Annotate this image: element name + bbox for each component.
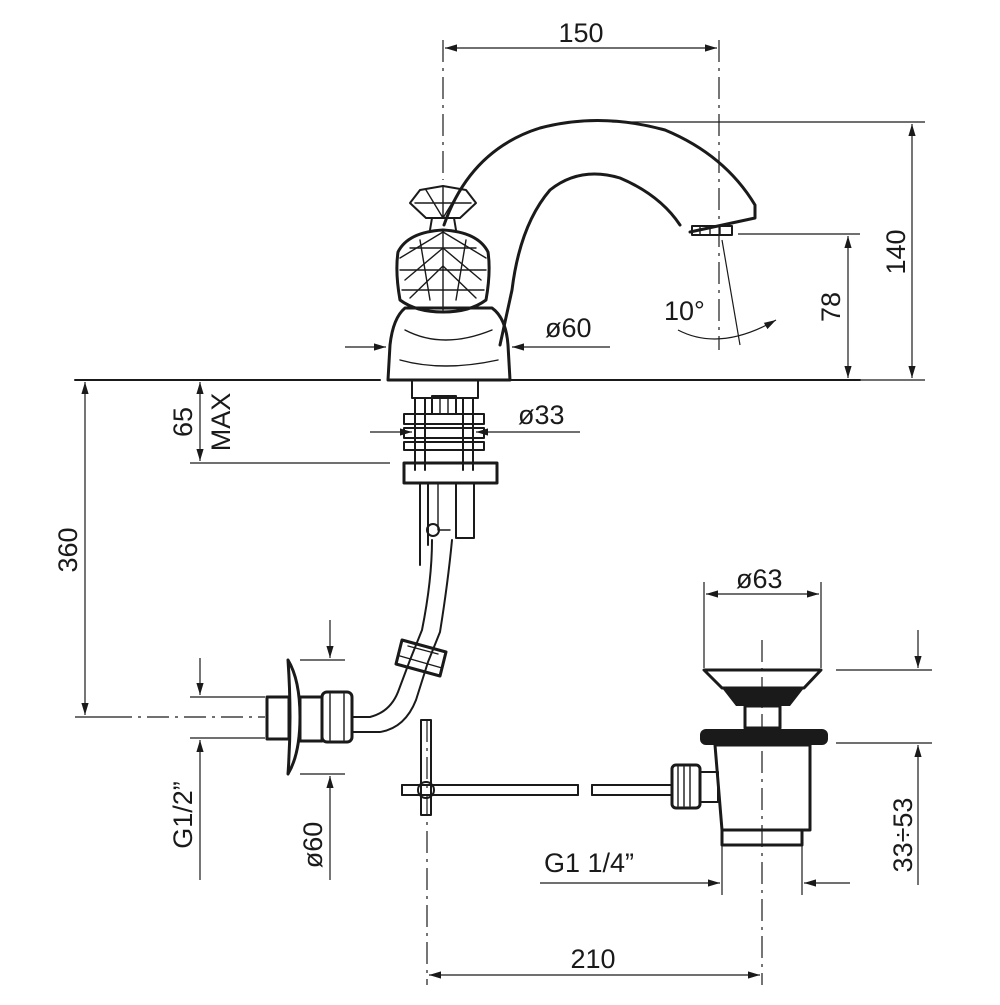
aerator: [691, 225, 733, 236]
dim-label-78: 78: [816, 292, 846, 322]
inlet-fitting: [265, 695, 291, 741]
mixer-base: [386, 306, 512, 382]
handle-crystal: [395, 228, 491, 314]
dim-inlet-thread: G1/2”: [168, 658, 265, 880]
spout-inner: [498, 172, 682, 347]
dim-label-shank-diameter: ø33: [518, 400, 565, 430]
waste-body: [713, 743, 812, 832]
dim-label-210: 210: [570, 944, 615, 974]
popup-rod: [401, 719, 673, 816]
dim-waste-thread: G1 1/4”: [540, 845, 850, 895]
wall-connection: [265, 658, 354, 776]
center-lines: [110, 40, 763, 985]
dim-waste-adjust: 33÷53: [836, 630, 932, 885]
dim-label-360: 360: [53, 527, 83, 572]
valve-nut: [320, 690, 354, 744]
rod-vertical: [420, 719, 432, 816]
waste-nut: [720, 828, 804, 847]
spout-outer: [442, 119, 757, 234]
dim-pipe-length: 360: [53, 382, 110, 718]
waste-washer: [700, 729, 828, 745]
dim-label-max: MAX: [206, 393, 236, 452]
dim-label-waste-adjust: 33÷53: [888, 798, 918, 873]
dim-base-diameter: ø60: [345, 313, 610, 351]
dim-total-height: 140: [612, 121, 925, 381]
shank-assembly: [402, 379, 499, 566]
dim-label-65: 65: [168, 407, 198, 437]
dim-waste-diameter: ø63: [703, 564, 822, 668]
inlet-stub: [455, 482, 475, 539]
dim-label-150: 150: [558, 18, 603, 48]
dim-label-waste-thread: G1 1/4”: [544, 848, 634, 878]
mixer-body: [386, 119, 757, 382]
dim-label-inlet-thread: G1/2”: [168, 781, 198, 849]
valve-body: [298, 695, 324, 743]
pipe-nut: [394, 638, 448, 678]
dim-label-base-diameter: ø60: [545, 313, 592, 343]
dim-label-waste-diameter: ø63: [736, 564, 783, 594]
fixing-plate: [402, 461, 499, 485]
waste-plug: [743, 704, 782, 730]
dim-label-angle: 10°: [664, 296, 705, 326]
rod-housing-nut: [670, 763, 702, 810]
dim-label-escutcheon-diameter: ø60: [298, 822, 328, 869]
flex-pipe: [351, 523, 453, 733]
dim-label-140: 140: [881, 229, 911, 274]
shank-top: [411, 379, 479, 399]
waste-assembly: [670, 668, 828, 847]
handle-top-crystal: [409, 185, 477, 219]
dim-escutcheon-diameter: ø60: [298, 620, 345, 880]
washer-3: [403, 441, 485, 451]
washer-1: [403, 413, 485, 425]
dim-rod-length: 210: [429, 944, 760, 979]
dim-shank-diameter: ø33: [370, 400, 580, 436]
dim-outlet-height: 78: [738, 233, 860, 378]
dim-deck-thickness: 65 MAX: [168, 382, 390, 464]
rod-clip: [417, 781, 435, 799]
dim-spout-reach: 150: [445, 18, 717, 52]
dim-spray-angle: 10°: [664, 239, 777, 346]
